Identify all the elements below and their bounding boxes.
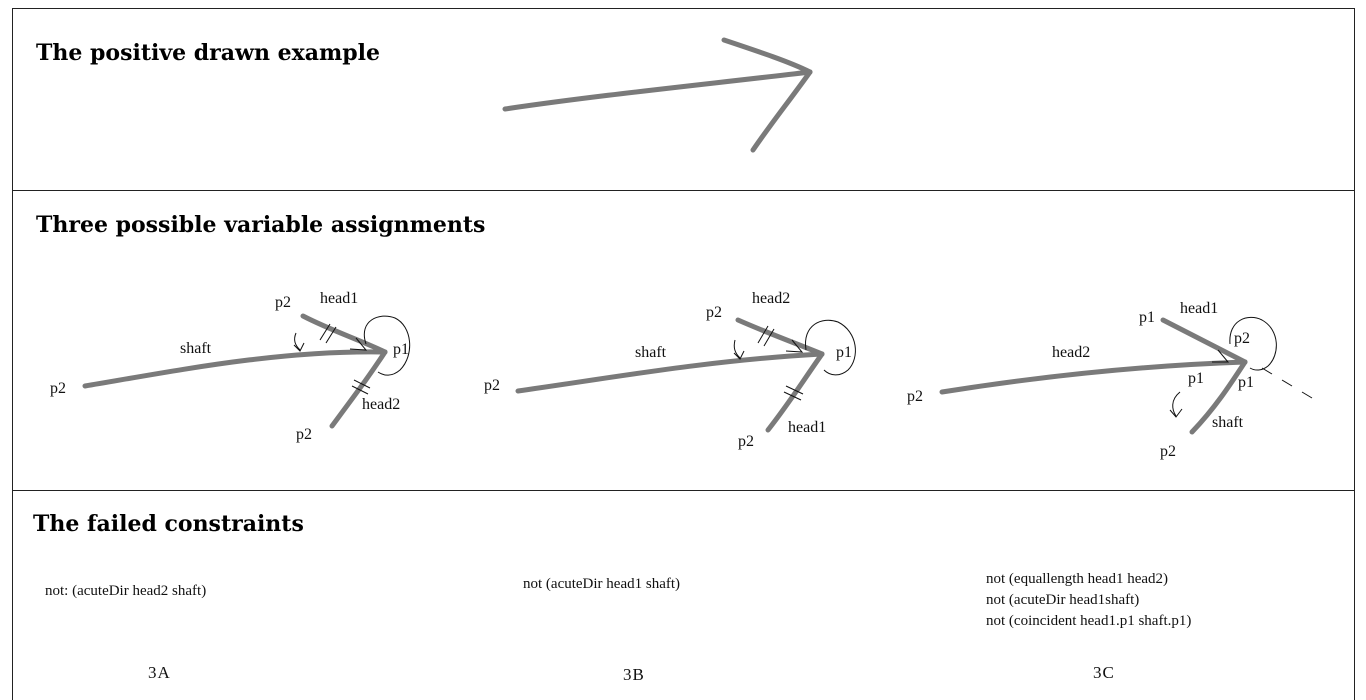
assignment-a-sketch: shaft head1 head2 p1 p2 p2 p2 <box>50 290 411 443</box>
figure-tag-3b: 3B <box>623 665 645 684</box>
label-a-head-lower: head2 <box>362 396 400 413</box>
constraints-c: not (equallength head1 head2) not (acute… <box>986 569 1191 632</box>
label-c-end-lower: p2 <box>1160 443 1176 460</box>
label-c-vertex-top: p2 <box>1234 330 1250 347</box>
section-divider-1 <box>12 190 1355 191</box>
label-b-head-lower: head1 <box>788 419 826 436</box>
constraint-c-line-3: not (coincident head1.p1 shaft.p1) <box>986 613 1192 629</box>
label-b-head-upper: head2 <box>752 290 790 307</box>
label-b-end3: p2 <box>738 433 754 450</box>
label-a-shaft: shaft <box>180 340 212 357</box>
label-a-end1: p2 <box>50 380 66 397</box>
section-divider-2 <box>12 490 1355 491</box>
label-c-head-upper: head1 <box>1180 300 1218 317</box>
label-c-p1-left: p1 <box>1188 370 1204 387</box>
constraints-a: not: (acuteDir head2 shaft) <box>45 581 206 602</box>
assignment-c-sketch: head2 head1 shaft p2 p1 p1 p2 p1 p2 <box>907 300 1313 460</box>
figure-tag-3a: 3A <box>148 663 171 682</box>
label-a-vertex: p1 <box>393 341 409 358</box>
label-a-end2: p2 <box>275 294 291 311</box>
label-b-end1: p2 <box>484 377 500 394</box>
label-b-end2: p2 <box>706 304 722 321</box>
label-b-shaft: shaft <box>635 344 667 361</box>
label-c-end-upper: p1 <box>1139 309 1155 326</box>
label-a-end3: p2 <box>296 426 312 443</box>
constraints-b: not (acuteDir head1 shaft) <box>523 574 680 595</box>
constraint-a-line: not: (acuteDir head2 shaft) <box>45 583 207 599</box>
section-title-positive: The positive drawn example <box>36 40 380 66</box>
figure-tag-3c: 3C <box>1093 663 1115 682</box>
label-a-head-upper: head1 <box>320 290 358 307</box>
label-c-shaft-line: head2 <box>1052 344 1090 361</box>
section-title-failed: The failed constraints <box>33 511 304 537</box>
section-title-assignments: Three possible variable assignments <box>36 212 486 238</box>
label-c-p1-right: p1 <box>1238 374 1254 391</box>
label-c-head-lower: shaft <box>1212 414 1244 431</box>
figure-frame <box>12 8 1355 700</box>
assignment-b-sketch: shaft head2 head1 p1 p2 p2 p2 <box>484 290 856 450</box>
positive-arrow-sketch <box>502 37 813 153</box>
constraint-c-line-1: not (equallength head1 head2) <box>986 571 1169 587</box>
label-c-end1: p2 <box>907 388 923 405</box>
label-b-vertex: p1 <box>836 344 852 361</box>
constraint-c-line-2: not (acuteDir head1shaft) <box>986 592 1140 608</box>
constraint-b-line: not (acuteDir head1 shaft) <box>523 576 681 592</box>
